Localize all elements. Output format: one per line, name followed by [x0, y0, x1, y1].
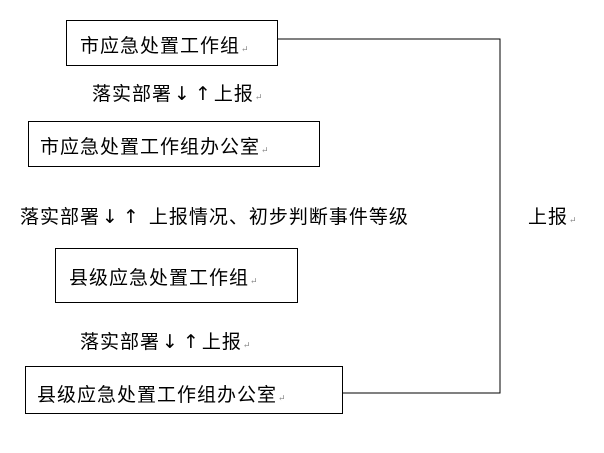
arrow-down-icon: ↓: [102, 206, 119, 228]
connector-3-up-text: 上报: [201, 331, 242, 353]
paragraph-mark-icon: ↵: [250, 277, 258, 287]
arrow-up-icon: ↑: [122, 206, 140, 228]
side-report-label: 上报↵: [528, 206, 577, 228]
paragraph-mark-icon: ↵: [241, 45, 249, 55]
paragraph-mark-icon: ↵: [242, 341, 251, 351]
connector-2: 落实部署↓↑ 上报情况、初步判断事件等级: [20, 208, 409, 227]
city-emergency-office-box: 市应急处置工作组办公室↵: [28, 121, 320, 167]
arrow-up-icon: ↑: [194, 83, 212, 105]
connector-1-up-text: 上报: [213, 83, 254, 105]
connector-2-down-text: 落实部署: [20, 206, 101, 228]
city-emergency-office-label: 市应急处置工作组办公室↵: [40, 136, 269, 158]
county-emergency-group-label: 县级应急处置工作组↵: [69, 267, 258, 289]
county-emergency-group-box: 县级应急处置工作组↵: [55, 248, 298, 303]
arrow-down-icon: ↓: [174, 83, 191, 105]
arrow-down-icon: ↓: [162, 331, 179, 353]
connector-2-up-text: 上报情况、初步判断事件等级: [141, 206, 409, 228]
connector-1: 落实部署↓↑上报↵: [92, 85, 262, 104]
county-emergency-office-box: 县级应急处置工作组办公室↵: [25, 366, 343, 414]
arrow-up-icon: ↑: [182, 331, 200, 353]
county-emergency-office-label: 县级应急处置工作组办公室↵: [37, 384, 286, 406]
paragraph-mark-icon: ↵: [569, 216, 577, 226]
city-emergency-group-label: 市应急处置工作组↵: [80, 35, 249, 57]
paragraph-mark-icon: ↵: [278, 394, 286, 404]
city-emergency-group-box: 市应急处置工作组↵: [66, 20, 278, 66]
connector-3-down-text: 落实部署: [80, 331, 161, 353]
connector-1-down-text: 落实部署: [92, 83, 173, 105]
connector-3: 落实部署↓↑上报↵: [80, 333, 250, 352]
paragraph-mark-icon: ↵: [261, 146, 269, 156]
paragraph-mark-icon: ↵: [254, 93, 263, 103]
